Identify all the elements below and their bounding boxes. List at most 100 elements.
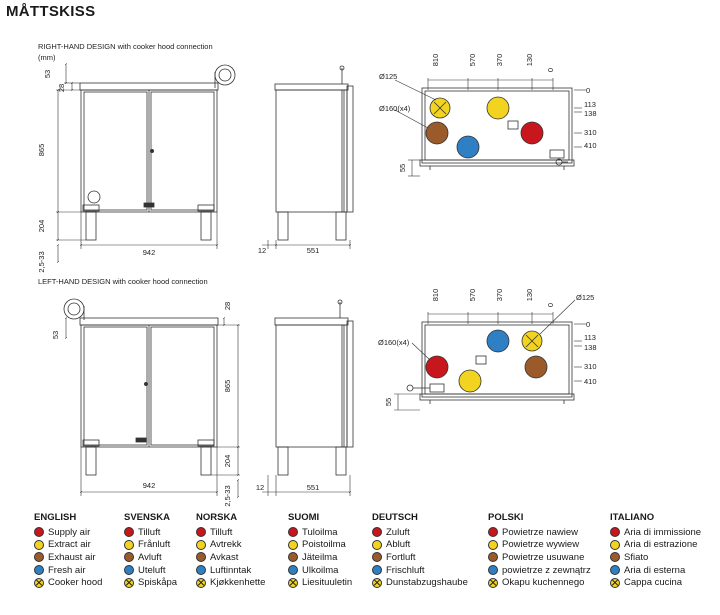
- left-top-dim-570: 570: [468, 289, 477, 302]
- legend-item: Tuloilma: [288, 526, 388, 539]
- left-top-dim-370: 370: [495, 289, 504, 302]
- side-dim-410: 410: [584, 141, 597, 150]
- left-supply-air-port: [425, 355, 449, 379]
- extract-air-swatch: [196, 539, 206, 550]
- legend-item: Kjøkkenhette: [196, 576, 296, 589]
- unit-label: (mm): [38, 53, 56, 62]
- fresh-air-swatch: [288, 565, 298, 576]
- left-dim-204: 204: [223, 455, 232, 468]
- top-dim-370: 370: [495, 54, 504, 67]
- left-front-view: [63, 298, 219, 476]
- fresh-air-swatch: [196, 565, 206, 576]
- legend-italiano: ITALIANO Aria di immissione Aria di estr…: [610, 512, 710, 589]
- fresh-air-swatch: [488, 565, 498, 576]
- legend-english: ENGLISH Supply air Extract air Exhaust a…: [34, 512, 134, 589]
- extract-air-swatch: [372, 539, 382, 550]
- cooker-hood-swatch: [288, 577, 298, 588]
- legend-item: Jäteilma: [288, 551, 388, 564]
- supply-air-port: [520, 121, 544, 145]
- left-exhaust-air-port: [524, 355, 548, 379]
- left-side-dim-113: 113: [584, 333, 596, 342]
- legend-item: Okapu kuchennego: [488, 576, 588, 589]
- legend-deutsch: DEUTSCH Zuluft Abluft Fortluft Frischluf…: [372, 512, 472, 589]
- legend-item: Liesituuletin: [288, 576, 388, 589]
- legend-item: Uteluft: [124, 564, 224, 577]
- dia-125-label: Ø125: [379, 72, 397, 81]
- side-dim-0: 0: [586, 86, 590, 95]
- legend-item: powietrze z zewnątrz: [488, 564, 591, 577]
- dim-551: 551: [307, 246, 320, 255]
- left-top-dim-0: 0: [546, 303, 555, 307]
- supply-air-swatch: [488, 527, 498, 538]
- legend-polski: POLSKI Powietrze nawiew Powietrze wywiew…: [488, 512, 591, 589]
- cooker-hood-swatch: [196, 577, 206, 588]
- legend-item: Frånluft: [124, 539, 224, 552]
- exhaust-air-swatch: [372, 552, 382, 563]
- legend-item: Ulkoilma: [288, 564, 388, 577]
- left-top-dimensions: [394, 299, 586, 411]
- left-hand-caption: LEFT-HAND DESIGN with cooker hood connec…: [38, 277, 208, 286]
- fresh-air-swatch: [124, 565, 134, 576]
- left-dim-12: 12: [256, 483, 264, 492]
- legend-item: Spiskåpa: [124, 576, 224, 589]
- extract-air-swatch: [488, 539, 498, 550]
- legend-item: Abluft: [372, 539, 472, 552]
- left-dim-865: 865: [223, 380, 232, 393]
- right-top-view-ports: [425, 96, 544, 159]
- left-side-dim-310: 310: [584, 362, 597, 371]
- left-dim-28: 28: [223, 302, 232, 310]
- right-top-dimensions: [394, 78, 586, 177]
- left-side-dim-0: 0: [586, 320, 590, 329]
- legend-item: Sfiato: [610, 551, 710, 564]
- legend-item: Extract air: [34, 539, 134, 552]
- fresh-air-port: [456, 135, 480, 159]
- dim-28: 28: [57, 84, 66, 92]
- dia-160-label: Ø160(x4): [379, 104, 411, 113]
- legend-item: Avkast: [196, 551, 296, 564]
- legend-item: Powietrze nawiew: [488, 526, 588, 539]
- left-dim-2-5-33: 2,5-33: [223, 485, 232, 506]
- left-side-dim-138: 138: [584, 343, 597, 352]
- cooker-hood-swatch: [34, 577, 44, 588]
- exhaust-air-port: [425, 121, 449, 145]
- top-dim-810: 810: [431, 54, 440, 67]
- supply-air-swatch: [196, 527, 206, 538]
- legend-lang-name: ITALIANO: [610, 512, 655, 523]
- left-side-dim-410: 410: [584, 377, 597, 386]
- right-hand-caption: RIGHT-HAND DESIGN with cooker hood conne…: [38, 42, 213, 51]
- legend-lang-name: POLSKI: [488, 512, 524, 523]
- left-dim-942: 942: [143, 481, 156, 490]
- left-dim-551: 551: [307, 483, 320, 492]
- left-dia-160-label: Ø160(x4): [378, 338, 410, 347]
- left-side-view: [274, 299, 354, 476]
- left-dia-125-label: Ø125: [576, 293, 594, 302]
- drawing-canvas: 53 28 865 204 2,5-33 942 12 551: [37, 54, 597, 507]
- extract-air-swatch: [34, 539, 44, 550]
- exhaust-air-swatch: [488, 552, 498, 563]
- legend-item: Luftinntak: [196, 564, 296, 577]
- legend-item: Aria di esterna: [610, 564, 710, 577]
- legend-item: Powietrze wywiew: [488, 539, 588, 552]
- legend-item: Poistoilma: [288, 539, 388, 552]
- right-top-view-outline: [419, 87, 575, 170]
- cooker-hood-swatch: [610, 577, 620, 588]
- fresh-air-swatch: [34, 565, 44, 576]
- legend-item: Cooker hood: [34, 576, 134, 589]
- dim-2-5-33: 2,5-33: [37, 251, 46, 272]
- legend-item: Zuluft: [372, 526, 472, 539]
- legend-suomi: SUOMI Tuloilma Poistoilma Jäteilma Ulkoi…: [288, 512, 388, 589]
- exhaust-air-swatch: [610, 552, 620, 563]
- legend-lang-name: SVENSKA: [124, 512, 170, 523]
- fresh-air-swatch: [372, 565, 382, 576]
- right-side-dimensions: [262, 240, 350, 249]
- exhaust-air-swatch: [124, 552, 134, 563]
- supply-air-swatch: [610, 527, 620, 538]
- legend-item: Aria di immissione: [610, 526, 710, 539]
- legend-svenska: SVENSKA Tilluft Frånluft Avluft Uteluft …: [124, 512, 224, 589]
- dim-12: 12: [258, 246, 266, 255]
- legend-lang-name: SUOMI: [288, 512, 320, 523]
- legend-lang-name: ENGLISH: [34, 512, 77, 523]
- legend-item: Tilluft: [124, 526, 224, 539]
- legend-item: Frischluft: [372, 564, 472, 577]
- legend-item: Cappa cucina: [610, 576, 710, 589]
